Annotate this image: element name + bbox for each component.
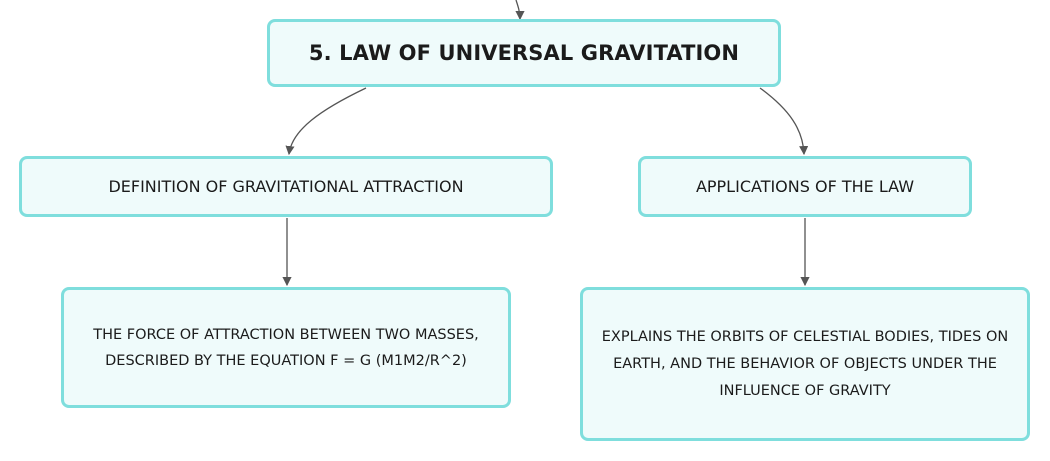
definition-topic-node[interactable]: DEFINITION OF GRAVITATIONAL ATTRACTION (19, 156, 553, 217)
root-to-definition-connector (285, 87, 367, 156)
definition-topic-label: DEFINITION OF GRAVITATIONAL ATTRACTION (108, 177, 464, 196)
applications-detail-text: EXPLAINS THE ORBITS OF CELESTIAL BODIES,… (601, 328, 1009, 399)
root-topic-node[interactable]: 5. LAW OF UNIVERSAL GRAVITATION (267, 19, 781, 87)
definition-detail-node[interactable]: THE FORCE OF ATTRACTION BETWEEN TWO MASS… (61, 287, 511, 408)
applications-detail-node[interactable]: EXPLAINS THE ORBITS OF CELESTIAL BODIES,… (580, 287, 1030, 441)
incoming-connector (515, 0, 525, 21)
definition-detail-text: THE FORCE OF ATTRACTION BETWEEN TWO MASS… (93, 326, 479, 369)
applications-topic-node[interactable]: APPLICATIONS OF THE LAW (638, 156, 972, 217)
applications-topic-label: APPLICATIONS OF THE LAW (695, 177, 915, 196)
root-to-applications-connector (759, 87, 809, 156)
root-topic-label: 5. LAW OF UNIVERSAL GRAVITATION (308, 41, 740, 65)
